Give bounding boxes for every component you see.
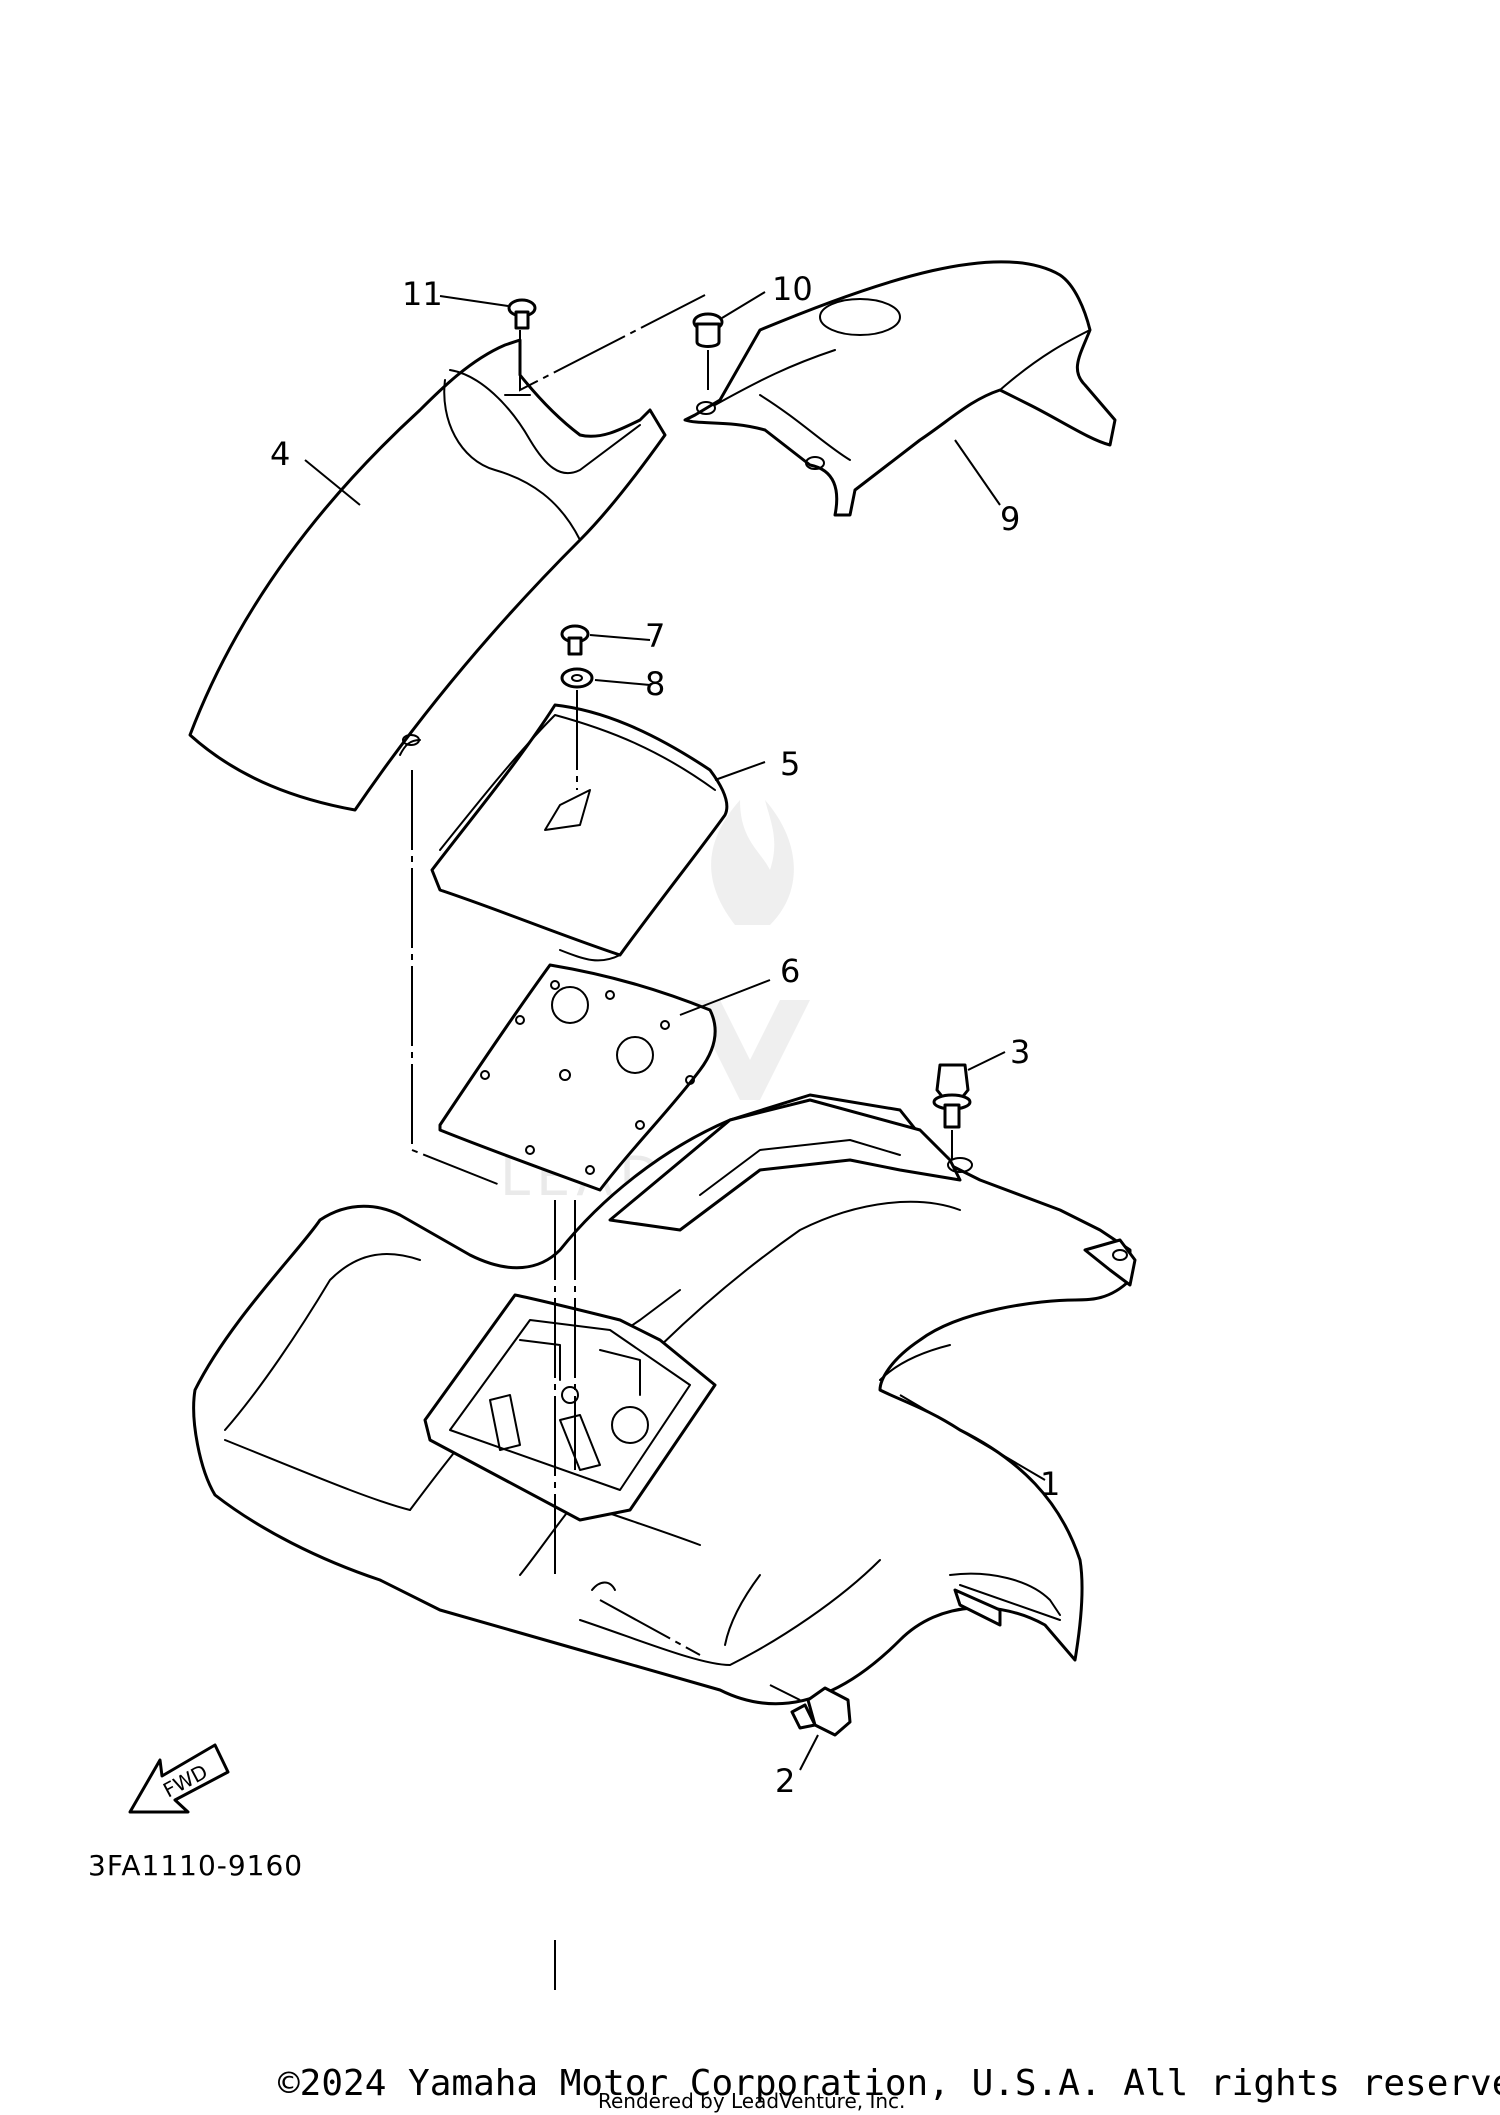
callout-7: 7 bbox=[645, 617, 665, 655]
part-5-cover bbox=[430, 703, 729, 962]
part-6-plate bbox=[438, 963, 717, 1192]
fwd-arrow-icon: FWD bbox=[128, 1743, 230, 1814]
callout-11: 11 bbox=[402, 275, 443, 313]
diagram-code: 3FA1110-9160 bbox=[88, 1849, 303, 1882]
callout-5: 5 bbox=[780, 745, 800, 783]
callout-2: 2 bbox=[775, 1762, 795, 1800]
leader-lines bbox=[304, 291, 1046, 1771]
part-9-rear-fender-top bbox=[683, 260, 1117, 517]
assembly-lines bbox=[411, 294, 953, 1990]
part-11-screw bbox=[507, 298, 537, 330]
part-1-rear-fender bbox=[192, 1093, 1137, 1706]
part-4-fender-panel bbox=[188, 338, 667, 812]
callout-4: 4 bbox=[270, 435, 290, 473]
callout-8: 8 bbox=[645, 665, 665, 703]
callout-1: 1 bbox=[1040, 1465, 1060, 1503]
part-2-bolt bbox=[790, 1686, 852, 1737]
rendered-by-text: Rendered by LeadVenture, Inc. bbox=[598, 2089, 905, 2113]
part-7-screw bbox=[560, 624, 590, 656]
part-10-grommet bbox=[692, 312, 724, 348]
callout-9: 9 bbox=[1000, 500, 1020, 538]
part-8-washer bbox=[560, 667, 594, 689]
copyright-text: ©2024 Yamaha Motor Corporation, U.S.A. A… bbox=[278, 2063, 1500, 2104]
callout-6: 6 bbox=[780, 952, 800, 990]
part-3-bolt bbox=[932, 1063, 972, 1129]
callout-3: 3 bbox=[1010, 1033, 1030, 1071]
callout-10: 10 bbox=[772, 270, 813, 308]
